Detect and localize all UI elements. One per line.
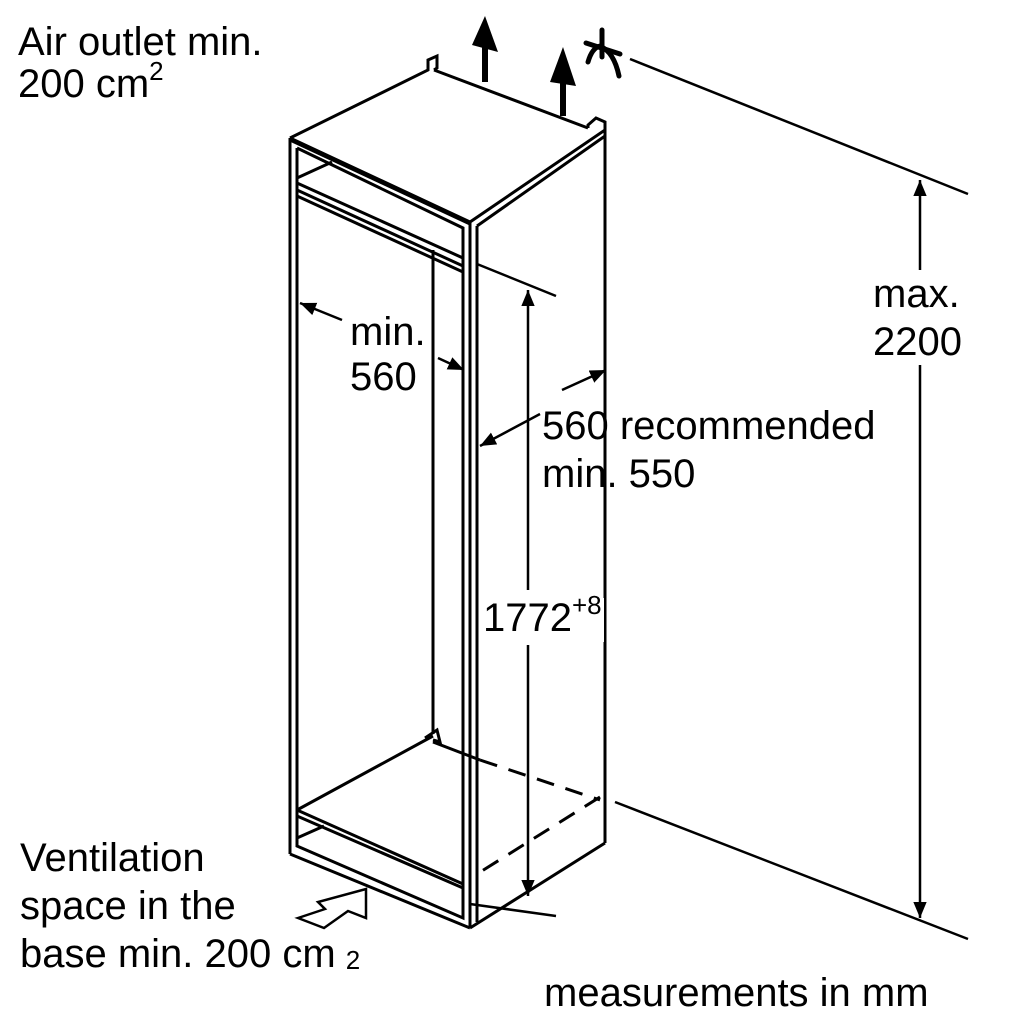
tilt-marker-icon bbox=[583, 27, 623, 79]
depth-line1: 560 recommended bbox=[542, 404, 876, 448]
min-width-line2: 560 bbox=[350, 355, 417, 399]
air-outlet-line1: Air outlet min. bbox=[18, 20, 263, 64]
air-outlet-label: Air outlet min. 200 cm2 bbox=[18, 22, 263, 108]
niche-height-label: 1772+8 bbox=[483, 590, 604, 642]
max-height-line2: 2200 bbox=[873, 320, 962, 364]
cabinet-front-frame bbox=[288, 138, 479, 930]
ventilation-subscript: 2 bbox=[345, 945, 361, 975]
min-width-line1: min. bbox=[350, 310, 426, 354]
ventilation-base-label: Ventilation space in the base min. 200 c… bbox=[20, 838, 360, 978]
hollow-arrow-icon bbox=[294, 887, 368, 930]
max-height-label: max. 2200 bbox=[873, 274, 962, 362]
cabinet-side-panel bbox=[469, 130, 607, 930]
niche-height-tolerance: +8 bbox=[571, 590, 602, 620]
min-width-label: min. 560 bbox=[350, 312, 426, 397]
ventilation-line1: Ventilation bbox=[20, 836, 205, 880]
air-outlet-superscript: 2 bbox=[149, 56, 164, 86]
cabinet-interior bbox=[296, 250, 601, 876]
ventilation-line2: space in the bbox=[20, 884, 236, 928]
dimension-depth bbox=[479, 368, 607, 448]
extension-lines bbox=[431, 57, 969, 941]
up-arrow-icon bbox=[472, 16, 576, 116]
units-note: measurements in mm bbox=[544, 971, 929, 1015]
dimension-width bbox=[299, 301, 465, 372]
depth-label: 560 recommended min. 550 bbox=[542, 406, 876, 494]
max-height-line1: max. bbox=[873, 272, 960, 316]
depth-line2: min. 550 bbox=[542, 452, 696, 496]
air-outlet-line2: 200 cm2 bbox=[18, 56, 164, 106]
niche-height-value: 1772 bbox=[483, 596, 572, 640]
